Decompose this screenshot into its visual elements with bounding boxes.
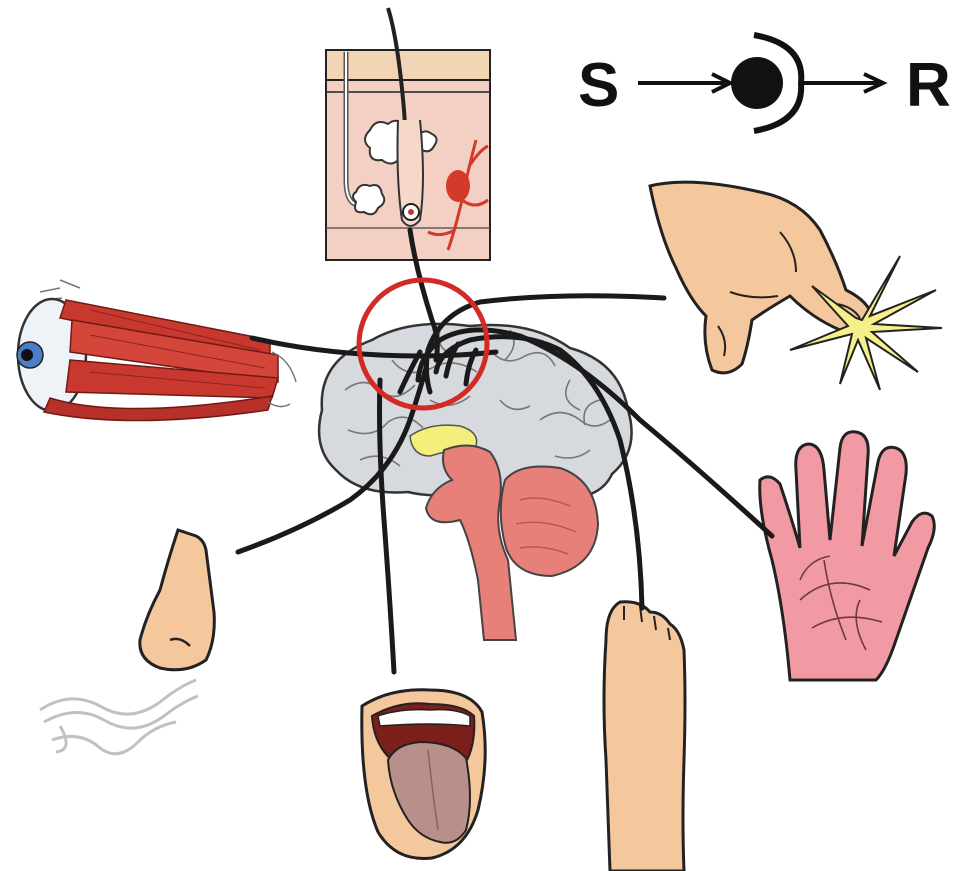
response-label: R [906,51,951,120]
skin-section-icon [326,8,490,260]
sr-legend: S R [578,35,951,131]
stimulus-label: S [578,51,619,120]
receptor-effector-icon [638,35,883,131]
eye-muscle-icon [17,280,296,421]
smell-wisps-icon [40,680,198,754]
palm-hand-icon [760,432,935,680]
nose-icon [140,530,215,670]
finger-touch-icon [650,182,872,373]
mouth-tongue-icon [362,690,485,859]
foot-icon [604,602,685,871]
